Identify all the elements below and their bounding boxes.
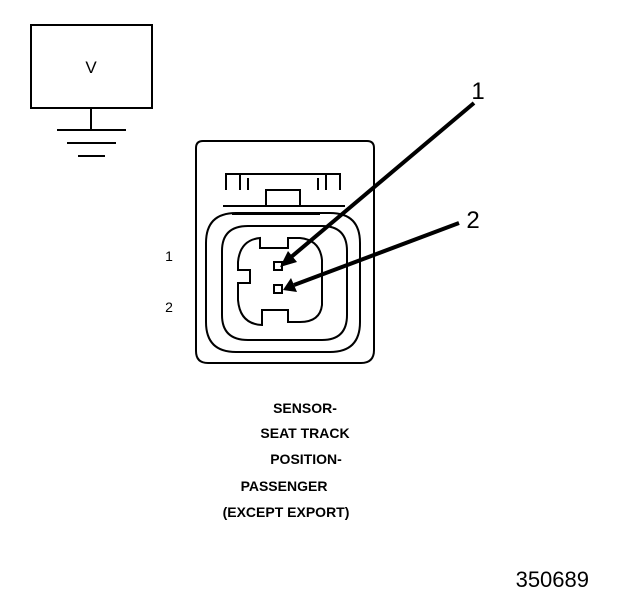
connector-key-profile bbox=[237, 236, 323, 327]
voltmeter-symbol: V bbox=[30, 24, 153, 157]
connector-seal-ring bbox=[205, 212, 361, 353]
callout-arrow-2 bbox=[283, 221, 460, 292]
figure-number: 350689 bbox=[516, 567, 589, 592]
callout-label-2: 2 bbox=[466, 207, 479, 234]
terminal-2 bbox=[273, 284, 283, 294]
connector-inner-housing bbox=[221, 225, 348, 341]
connector-body bbox=[195, 140, 375, 364]
caption-line-1: SENSOR- bbox=[273, 400, 337, 416]
voltmeter-box bbox=[30, 24, 153, 109]
caption-line-3: POSITION- bbox=[270, 451, 342, 467]
ground-icon bbox=[57, 108, 126, 157]
caption-line-2: SEAT TRACK bbox=[260, 425, 349, 441]
caption-line-4: PASSENGER bbox=[241, 478, 328, 494]
voltmeter-label: V bbox=[85, 58, 97, 77]
connector-outer-housing bbox=[195, 140, 375, 364]
pin-label-2: 2 bbox=[165, 299, 173, 315]
caption-line-5: (EXCEPT EXPORT) bbox=[223, 504, 350, 520]
connector-latch bbox=[225, 173, 341, 190]
pin-label-1: 1 bbox=[165, 248, 173, 264]
connector-caption: SENSOR- SEAT TRACK POSITION- PASSENGER (… bbox=[223, 400, 350, 520]
callout-arrow-1 bbox=[280, 101, 476, 267]
callout-label-1: 1 bbox=[471, 78, 484, 105]
